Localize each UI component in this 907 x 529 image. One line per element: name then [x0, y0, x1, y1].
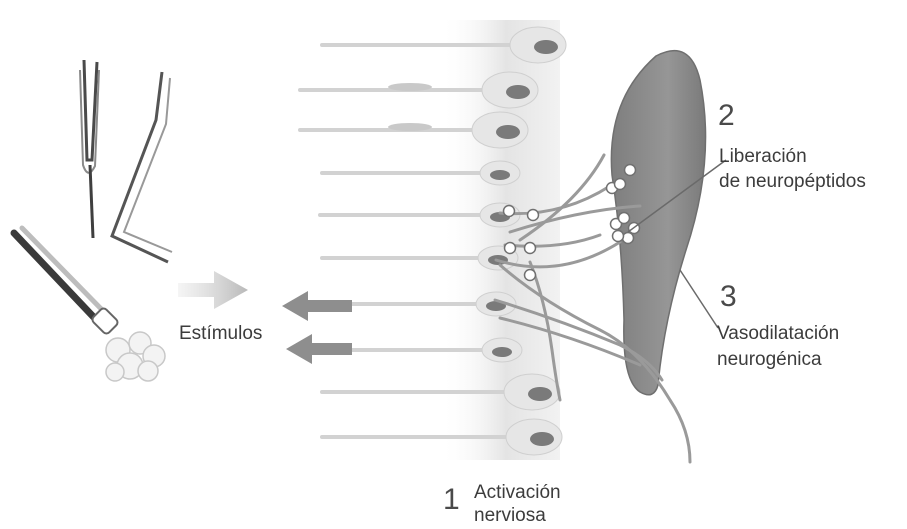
vesicle — [623, 233, 634, 244]
step-3-line2: neurogénica — [717, 348, 822, 371]
vesicle — [615, 179, 626, 190]
response-arrow-lower — [286, 334, 352, 364]
vesicle — [525, 270, 536, 281]
neuron-fragment — [388, 83, 432, 91]
vesicle — [504, 206, 515, 217]
tuning-fork-icon — [80, 60, 99, 238]
response-arrow-upper — [282, 291, 352, 321]
neuron-nucleus — [496, 125, 520, 139]
step-1-line1: Activación — [474, 481, 561, 504]
neuron-fragment — [388, 123, 432, 131]
neuron-nucleus — [528, 387, 552, 401]
step-1-number: 1 — [443, 485, 460, 515]
neuron-nucleus — [492, 347, 512, 357]
vesicle — [619, 213, 630, 224]
step-2-line2: de neuropéptidos — [719, 170, 866, 193]
stimulus-arrow — [178, 271, 248, 309]
step-3-line1: Vasodilatación — [717, 322, 839, 345]
step-2-number: 2 — [718, 101, 735, 131]
brush-icon — [14, 228, 119, 335]
step-1-line2: nerviosa — [474, 504, 546, 527]
neuron-nucleus — [506, 85, 530, 99]
neuron-nucleus — [534, 40, 558, 54]
vesicle — [625, 165, 636, 176]
neuron-nucleus — [530, 432, 554, 446]
step-2-line1: Liberación — [719, 145, 807, 168]
step-3-number: 3 — [720, 282, 737, 312]
stimuli-label: Estímulos — [179, 322, 262, 345]
vesicle — [528, 210, 539, 221]
forceps-icon — [112, 72, 172, 262]
neuron-nucleus — [490, 170, 510, 180]
vesicle — [613, 231, 624, 242]
vesicle — [505, 243, 516, 254]
vesicle — [525, 243, 536, 254]
cotton-swab-icon — [106, 332, 165, 381]
